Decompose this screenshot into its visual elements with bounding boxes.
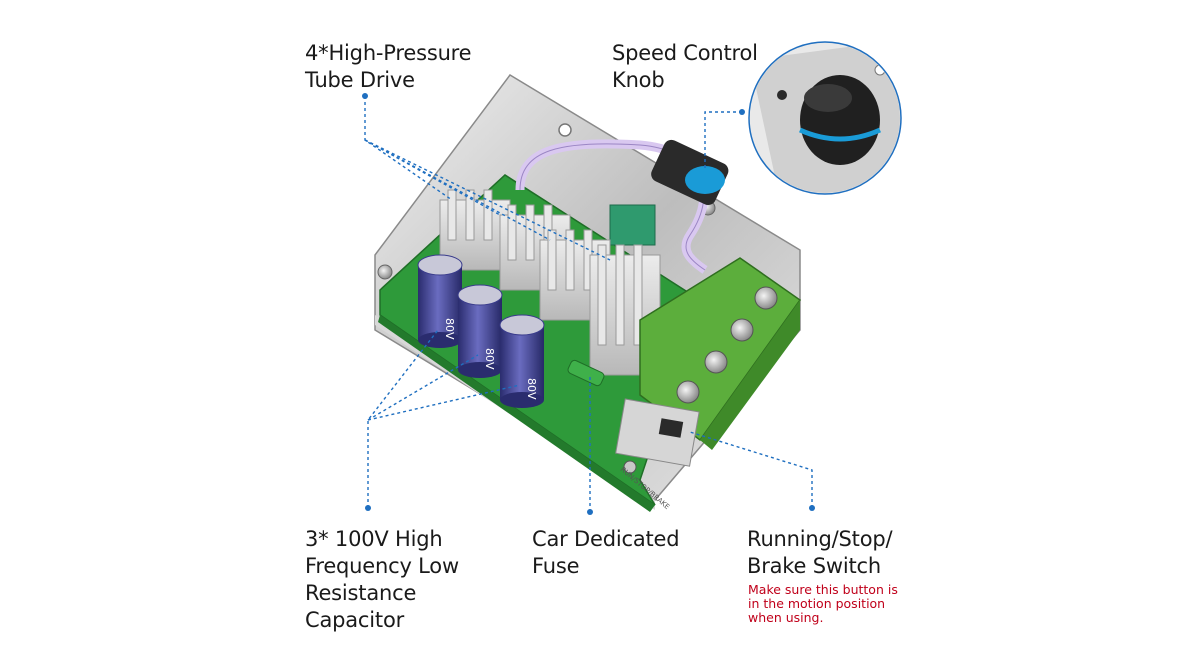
label-fuse: Car Dedicated Fuse [532,526,680,580]
label-line: Car Dedicated [532,527,680,551]
switch-warning-note: Make sure this button is in the motion p… [748,583,898,625]
relay-component [609,204,656,246]
label-tube-drive: 4*High-Pressure Tube Drive [305,40,472,94]
label-line: Tube Drive [305,68,415,92]
callout-dot [809,505,815,511]
mounting-hole-icon [377,264,393,280]
label-capacitor: 3* 100V High Frequency Low Resistance Ca… [305,526,459,634]
controller-board: 80V 80V 80V [374,74,802,512]
note-line: when using. [748,610,824,625]
callout-dot [587,509,593,515]
terminal-screw-icon [704,350,728,374]
heatsinks [439,189,661,376]
label-line: Fuse [532,554,580,578]
callout-dot [739,109,745,115]
terminal-screw-icon [676,380,700,404]
label-line: Capacitor [305,608,405,632]
label-line: 4*High-Pressure [305,41,472,65]
callout-dot [362,93,368,99]
capacitor: 80V [457,284,503,378]
pcb-hole [623,460,637,474]
label-speed-knob: Speed Control Knob [612,40,758,94]
label-switch: Running/Stop/ Brake Switch [747,526,893,580]
note-line: Make sure this button is [748,582,898,597]
terminal-screw-icon [754,286,778,310]
pcb-edge [378,315,655,512]
callout-dot [365,505,371,511]
terminal-screw-icon [730,318,754,342]
capacitors: 80V 80V 80V [417,254,545,408]
callout-lines [364,96,813,512]
knob-zoom-inset [748,41,902,195]
note-line: in the motion position [748,596,886,611]
label-line: Brake Switch [747,554,881,578]
label-line: 3* 100V High [305,527,443,551]
label-line: Running/Stop/ [747,527,893,551]
label-line: Frequency Low [305,554,459,578]
mounting-hole-icon [558,123,572,137]
capacitor: 80V [499,314,545,408]
capacitor-rating-label: 80V [443,318,456,340]
label-line: Knob [612,68,665,92]
callout-dots [362,93,815,515]
fuse-component [567,359,605,387]
label-line: Speed Control [612,41,758,65]
terminal-block [639,257,802,450]
speed-knob-on-board [651,139,729,206]
capacitor-rating-label: 80V [483,348,496,370]
capacitor: 80V [417,254,463,348]
label-line: Resistance [305,581,417,605]
capacitor-rating-label: 80V [525,378,538,400]
